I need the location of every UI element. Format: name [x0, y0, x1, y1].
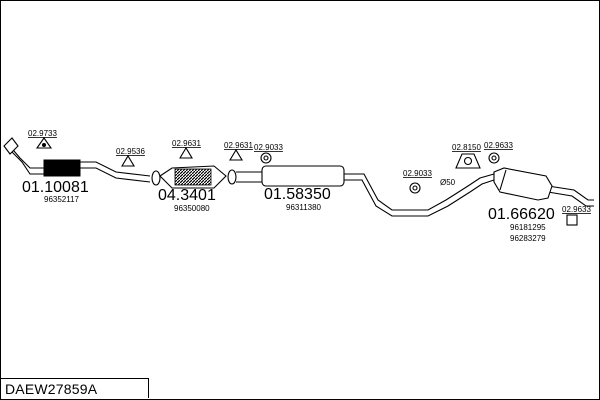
gasket-cat-in-label: 02.9631: [172, 139, 201, 148]
front-pipe-oe: 96352117: [44, 195, 80, 204]
ring-mid-inner: [263, 155, 269, 161]
catalyst-oe: 96350080: [174, 204, 210, 213]
diagram-id-label: DAEW27859A: [5, 381, 98, 397]
ring-center-label: 02.9033: [403, 169, 432, 178]
middle-silencer-code: 01.58350: [264, 186, 331, 203]
rear-silencer-body: [493, 167, 553, 201]
diagram-id-box: DAEW27859A: [1, 378, 149, 398]
gasket-cat-out-icon: [229, 148, 243, 161]
catalyst-code: 04.3401: [158, 187, 216, 204]
middle-silencer-body: [261, 165, 345, 187]
intermediate-pipe: [236, 171, 495, 217]
tailpipe: [547, 185, 594, 207]
hanger-rear-label: 02.8150: [452, 143, 481, 152]
front-flange-icon: [3, 137, 19, 155]
rear-silencer-oe-1: 96181295: [510, 223, 546, 232]
flex-joint-icon: [43, 159, 81, 177]
hanger-rear-hole: [463, 156, 473, 166]
gasket-cat-in-icon: [179, 146, 193, 159]
ring-tail-icon: [566, 214, 578, 226]
ring-center-inner: [412, 185, 418, 191]
middle-silencer-oe: 96311380: [286, 203, 322, 212]
front-pipe-code: 01.10081: [22, 179, 89, 196]
clamp-front-label: 02.9536: [116, 147, 145, 156]
front-pipe-body: [7, 143, 151, 183]
rear-silencer-code: 01.66620: [488, 206, 555, 223]
catalyst-outlet-gasket-icon: [227, 169, 237, 185]
clamp-front-icon: [121, 154, 135, 167]
ring-mid-label: 02.9033: [254, 143, 283, 152]
catalyst-core: [174, 168, 212, 186]
rear-silencer-oe-2: 96283279: [510, 234, 546, 243]
gasket-front-hole: [42, 143, 46, 147]
catalyst-inlet-gasket-icon: [151, 170, 161, 186]
ring-rear-label: 02.9633: [484, 141, 513, 150]
ring-rear-inner: [491, 155, 497, 161]
ring-tail-label: 02.9633: [562, 205, 591, 214]
rear-silencer-seam: [499, 169, 507, 191]
gasket-front-label: 02.9733: [28, 129, 57, 138]
diameter-label: Ø50: [440, 178, 456, 187]
gasket-cat-out-label: 02.9631: [224, 141, 253, 150]
